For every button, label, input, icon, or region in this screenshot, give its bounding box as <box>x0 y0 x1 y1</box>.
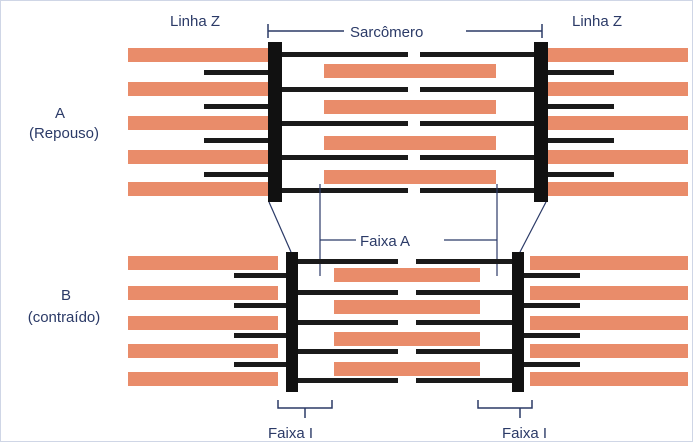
z-line-right-label: Linha Z <box>572 13 622 30</box>
thick-filament <box>420 87 548 92</box>
thick-filament <box>290 378 398 383</box>
thick-filament <box>276 87 408 92</box>
thin-filament <box>324 64 496 78</box>
thick-filament <box>204 70 276 75</box>
thick-filament <box>204 104 276 109</box>
thick-filament <box>204 172 276 177</box>
relaxed-sarcomere <box>128 42 688 202</box>
thin-filament <box>128 48 276 62</box>
thick-filament <box>548 70 614 75</box>
thick-filament <box>290 259 398 264</box>
thick-filament <box>420 121 548 126</box>
i-band-brackets <box>278 400 532 418</box>
z-line-right-relaxed <box>534 42 548 202</box>
thick-filament <box>416 349 518 354</box>
thick-filament <box>276 121 408 126</box>
thick-filament <box>234 303 290 308</box>
thick-filament <box>524 303 580 308</box>
thin-filament <box>128 82 276 96</box>
thin-filament <box>128 116 276 130</box>
thick-filament <box>524 333 580 338</box>
z-line-left-relaxed <box>268 42 282 202</box>
thin-filament <box>530 286 688 300</box>
thin-filament <box>128 344 278 358</box>
thin-filament <box>128 150 276 164</box>
thin-filament <box>128 286 278 300</box>
thin-filament <box>548 182 688 196</box>
thin-filament <box>548 82 688 96</box>
thick-filament <box>276 155 408 160</box>
thin-filaments-contracted <box>128 256 688 386</box>
thin-filament <box>334 332 480 346</box>
thin-filament <box>334 300 480 314</box>
thick-filament <box>420 155 548 160</box>
z-line-right-contracted <box>512 252 524 392</box>
thick-filament <box>276 52 408 57</box>
thin-filament <box>128 372 278 386</box>
thick-filament <box>276 188 408 193</box>
thin-filament <box>334 268 480 282</box>
thick-filament <box>234 362 290 367</box>
state-b-letter: B <box>61 287 71 304</box>
thin-filament <box>530 316 688 330</box>
thick-filament <box>416 290 518 295</box>
thick-filament <box>548 104 614 109</box>
z-line-left-label: Linha Z <box>170 13 220 30</box>
state-a-name: (Repouso) <box>29 125 99 142</box>
contracted-sarcomere <box>128 252 688 392</box>
thin-filament <box>548 150 688 164</box>
thin-filament <box>128 182 276 196</box>
thin-filament <box>334 362 480 376</box>
thick-filament <box>548 138 614 143</box>
thin-filament <box>530 256 688 270</box>
state-a-letter: A <box>55 105 65 122</box>
thick-filament <box>548 172 614 177</box>
thick-filament <box>416 320 518 325</box>
sarcomere-label: Sarcômero <box>350 24 423 41</box>
thin-filament <box>324 170 496 184</box>
thick-filament <box>290 290 398 295</box>
thick-filament <box>524 273 580 278</box>
z-line-left-contracted <box>286 252 298 392</box>
thin-filament <box>530 344 688 358</box>
thick-filament <box>234 273 290 278</box>
thin-filament <box>324 136 496 150</box>
i-band-right-label: Faixa I <box>502 425 547 442</box>
thin-filament <box>548 116 688 130</box>
thin-filament <box>128 316 278 330</box>
thin-filament <box>128 256 278 270</box>
thin-filament <box>324 100 496 114</box>
thick-filament <box>416 259 518 264</box>
thick-filament <box>234 333 290 338</box>
thick-filament <box>420 188 548 193</box>
thick-filament <box>204 138 276 143</box>
thick-filament <box>420 52 548 57</box>
a-band-label: Faixa A <box>360 233 410 250</box>
thick-filament <box>524 362 580 367</box>
thin-filament <box>530 372 688 386</box>
thick-filament <box>290 349 398 354</box>
thin-filament <box>548 48 688 62</box>
thick-filament <box>290 320 398 325</box>
thick-filament <box>416 378 518 383</box>
i-band-left-label: Faixa I <box>268 425 313 442</box>
state-b-name: (contraído) <box>28 309 101 326</box>
